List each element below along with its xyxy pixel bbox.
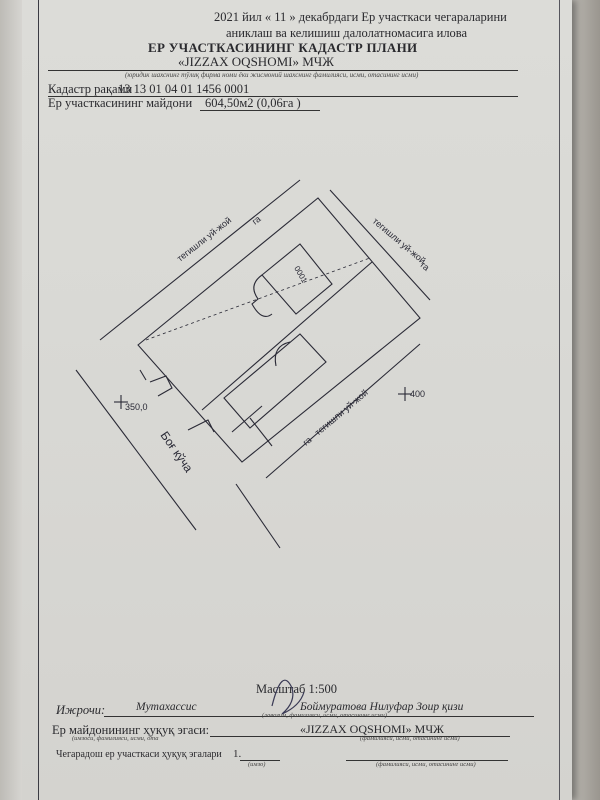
executor-position: Мутахассис <box>136 701 197 713</box>
neighbor-line-right <box>329 189 431 301</box>
owner-label: Ер майдонининг ҳуқуқ эгаси: <box>52 723 210 737</box>
org-caption: (юридик шахснинг тўлиқ фирма номи ёки жи… <box>125 71 419 79</box>
owner-caption-left: (имзоси, фамилияси, исми, ота <box>72 735 159 742</box>
page-edge <box>572 0 600 800</box>
executor-caption: (лавозим, фамилияси, исми, отасининг исм… <box>262 712 387 719</box>
neighbor-line-bottom <box>265 343 421 479</box>
building-outline <box>261 243 333 315</box>
neighbors-label: Чегарадош ер участкаси ҳуқуқ эгалари <box>56 749 222 760</box>
street-line-1 <box>75 369 197 531</box>
document-title: ЕР УЧАСТКАСИНИНГ КАДАСТР ПЛАНИ <box>148 40 418 55</box>
label-coord-right: 400 <box>410 389 425 399</box>
neighbors-number: 1. <box>233 748 242 760</box>
entrance-mark-1 <box>149 375 173 397</box>
owner-value: «JIZZAX OQSHOMI» МЧЖ <box>300 722 444 736</box>
street-line-3 <box>235 483 281 549</box>
org-underline <box>48 70 518 71</box>
page-border <box>38 0 560 800</box>
header-line-1: 2021 йил « 11 » декабрдаги Ер участкаси … <box>214 10 507 24</box>
room-line-2 <box>249 417 273 447</box>
header-line-2: аниклаш ва келишиш далолатномасига илова <box>226 26 468 40</box>
label-coord-left: 350,0 <box>125 402 148 412</box>
binding-spine <box>0 0 22 800</box>
area-underline <box>200 110 320 111</box>
executor-underline <box>104 716 534 717</box>
area-value: 604,50м2 (0,06га ) <box>205 96 301 110</box>
cadastre-label: Кадастр рақами <box>48 82 133 96</box>
entrance-mark-2 <box>187 419 215 433</box>
document-page <box>6 0 572 800</box>
dashed-boundary <box>145 257 371 341</box>
street-line-2 <box>139 369 147 381</box>
building-bay <box>251 274 273 317</box>
organization-name: «JIZZAX OQSHOMI» МЧЖ <box>178 54 334 69</box>
owner-caption-right: (фамилияси, исми, отасининг исми) <box>360 735 460 742</box>
sign-underline <box>240 760 280 761</box>
name-underline <box>346 760 508 761</box>
executor-name: Боймуратова Нилуфар Зоир қизи <box>300 701 464 713</box>
area-label: Ер участкасининг майдони <box>48 96 193 110</box>
annex-arc <box>274 341 291 367</box>
sign-caption: (имзо) <box>248 761 266 768</box>
executor-label: Ижрочи: <box>56 703 106 717</box>
parcel-boundary <box>137 197 421 463</box>
owner-underline <box>210 736 510 737</box>
neighbor-line-top <box>99 179 301 341</box>
annex-outline <box>223 333 327 429</box>
cadastre-number: 13 13 01 04 01 1456 0001 <box>118 82 250 96</box>
cadastre-underline <box>48 96 518 97</box>
name-caption: (фамилияси, исми, отасининг исми) <box>376 761 476 768</box>
signature-stroke <box>271 679 305 715</box>
room-line-1 <box>231 405 263 433</box>
parcel-divider <box>201 261 373 411</box>
